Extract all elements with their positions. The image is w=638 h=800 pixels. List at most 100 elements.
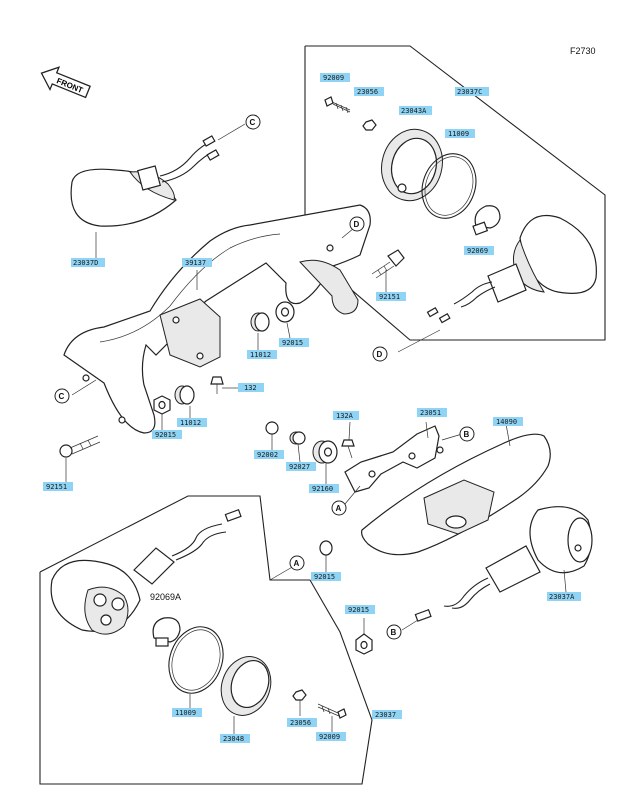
- bolt-132: [210, 376, 238, 394]
- svg-text:23037D: 23037D: [73, 259, 98, 267]
- svg-text:23056: 23056: [357, 88, 378, 96]
- svg-text:D: D: [377, 350, 383, 359]
- svg-text:11009: 11009: [175, 709, 196, 717]
- svg-text:92009: 92009: [323, 74, 344, 82]
- bolt-92151-mid: [371, 249, 405, 292]
- svg-text:23056: 23056: [290, 719, 311, 727]
- label-92002: 92002: [254, 450, 284, 459]
- ref-circle-a-low: A: [289, 555, 305, 571]
- o-ring-11009-top: [421, 153, 477, 219]
- svg-text:B: B: [391, 628, 397, 637]
- svg-text:92160: 92160: [312, 485, 333, 493]
- grommet-92160: [312, 440, 338, 484]
- nut-23056-top: [362, 119, 377, 131]
- label-23056-bottom: 23056: [287, 718, 317, 727]
- label-92009-top: 92009: [320, 73, 350, 82]
- svg-text:14090: 14090: [496, 418, 517, 426]
- svg-text:39137: 39137: [185, 259, 206, 267]
- svg-text:11012: 11012: [180, 419, 201, 427]
- svg-text:132: 132: [244, 384, 257, 392]
- svg-text:11012: 11012: [250, 351, 271, 359]
- label-92015-left: 92015: [152, 430, 182, 439]
- top-right-assembly: [304, 45, 606, 353]
- diagram-code: F2730: [570, 46, 596, 56]
- washer-92015-A: [319, 540, 333, 572]
- ref-circle-c-left: C: [54, 388, 70, 404]
- svg-text:92027: 92027: [289, 463, 310, 471]
- label-23048: 23048: [220, 734, 250, 743]
- label-11012-left: 11012: [177, 418, 207, 427]
- label-92151-mid: 92151: [376, 292, 406, 301]
- svg-text:A: A: [294, 559, 300, 568]
- bolt-92151-left: [59, 435, 101, 482]
- label-92069A: 92069A: [150, 592, 181, 602]
- lens-rim-23043A: [381, 128, 443, 202]
- bottom-left-assembly: [39, 495, 373, 785]
- label-11009-top: 11009: [445, 129, 475, 138]
- svg-text:92069: 92069: [467, 247, 488, 255]
- svg-text:C: C: [250, 118, 256, 127]
- svg-text:11009: 11009: [448, 130, 469, 138]
- ref-circle-a-mid: A: [331, 500, 347, 516]
- svg-text:92015: 92015: [155, 431, 176, 439]
- screw-92009-top: [324, 96, 351, 114]
- svg-text:92151: 92151: [379, 293, 400, 301]
- collar-11012-mid: [250, 312, 270, 350]
- label-92160: 92160: [309, 484, 339, 493]
- label-23037: 23037: [372, 710, 402, 719]
- label-92069-top: 92069: [464, 246, 494, 255]
- label-11012-mid: 11012: [247, 350, 277, 359]
- collar-11012-left: [174, 385, 195, 418]
- label-92027: 92027: [286, 462, 316, 471]
- bracket-39137: [63, 204, 371, 434]
- svg-text:A: A: [336, 504, 342, 513]
- svg-text:B: B: [464, 430, 470, 439]
- svg-text:D: D: [354, 220, 360, 229]
- svg-text:23048: 23048: [223, 735, 244, 743]
- turn-signal-housing-top: [426, 214, 597, 324]
- svg-text:23043A: 23043A: [401, 107, 427, 115]
- label-92151-left: 92151: [43, 482, 73, 491]
- ref-circle-d-mid: D: [372, 346, 388, 362]
- label-14090: 14090: [493, 417, 523, 426]
- label-11009-bottom: 11009: [172, 708, 202, 717]
- ref-circle-c-top: C: [245, 114, 261, 130]
- svg-text:92151: 92151: [46, 483, 67, 491]
- collar-92027: [289, 431, 306, 463]
- label-92015-mid: 92015: [279, 338, 309, 347]
- label-92015-right: 92015: [345, 605, 375, 614]
- label-23037A: 23037A: [547, 592, 581, 601]
- svg-text:92015: 92015: [348, 606, 369, 614]
- svg-text:23037A: 23037A: [549, 593, 575, 601]
- stay-23051: [344, 421, 463, 505]
- ref-circle-b-mid: B: [459, 426, 475, 442]
- bolt-132A: [341, 421, 355, 459]
- label-92015-A: 92015: [311, 572, 341, 581]
- svg-text:C: C: [59, 392, 65, 401]
- label-92009-bottom: 92009: [316, 732, 346, 741]
- svg-text:92002: 92002: [257, 451, 278, 459]
- washer-92002: [265, 421, 279, 450]
- washer-92015-left: [153, 395, 171, 430]
- label-23051: 23051: [417, 408, 447, 417]
- svg-text:23037C: 23037C: [457, 88, 482, 96]
- label-23037D: 23037D: [71, 258, 105, 267]
- svg-text:23051: 23051: [420, 409, 441, 417]
- svg-text:132A: 132A: [336, 412, 354, 420]
- washer-92015-mid: [275, 301, 295, 339]
- label-23043A: 23043A: [399, 106, 432, 115]
- svg-text:92015: 92015: [282, 339, 303, 347]
- svg-text:92009: 92009: [319, 733, 340, 741]
- bulb-92069-top: [472, 205, 501, 236]
- front-arrow-icon: FRONT: [40, 66, 91, 99]
- svg-text:23037: 23037: [375, 711, 396, 719]
- ref-circle-b-low: B: [386, 624, 402, 640]
- turn-signal-rear-right: [401, 506, 593, 631]
- svg-text:92015: 92015: [314, 573, 335, 581]
- shroud-14090: [361, 423, 551, 556]
- label-132A: 132A: [333, 411, 359, 420]
- washer-92015-right: [355, 618, 373, 655]
- label-23037C: 23037C: [455, 87, 489, 96]
- ref-circle-d-top: D: [349, 216, 365, 232]
